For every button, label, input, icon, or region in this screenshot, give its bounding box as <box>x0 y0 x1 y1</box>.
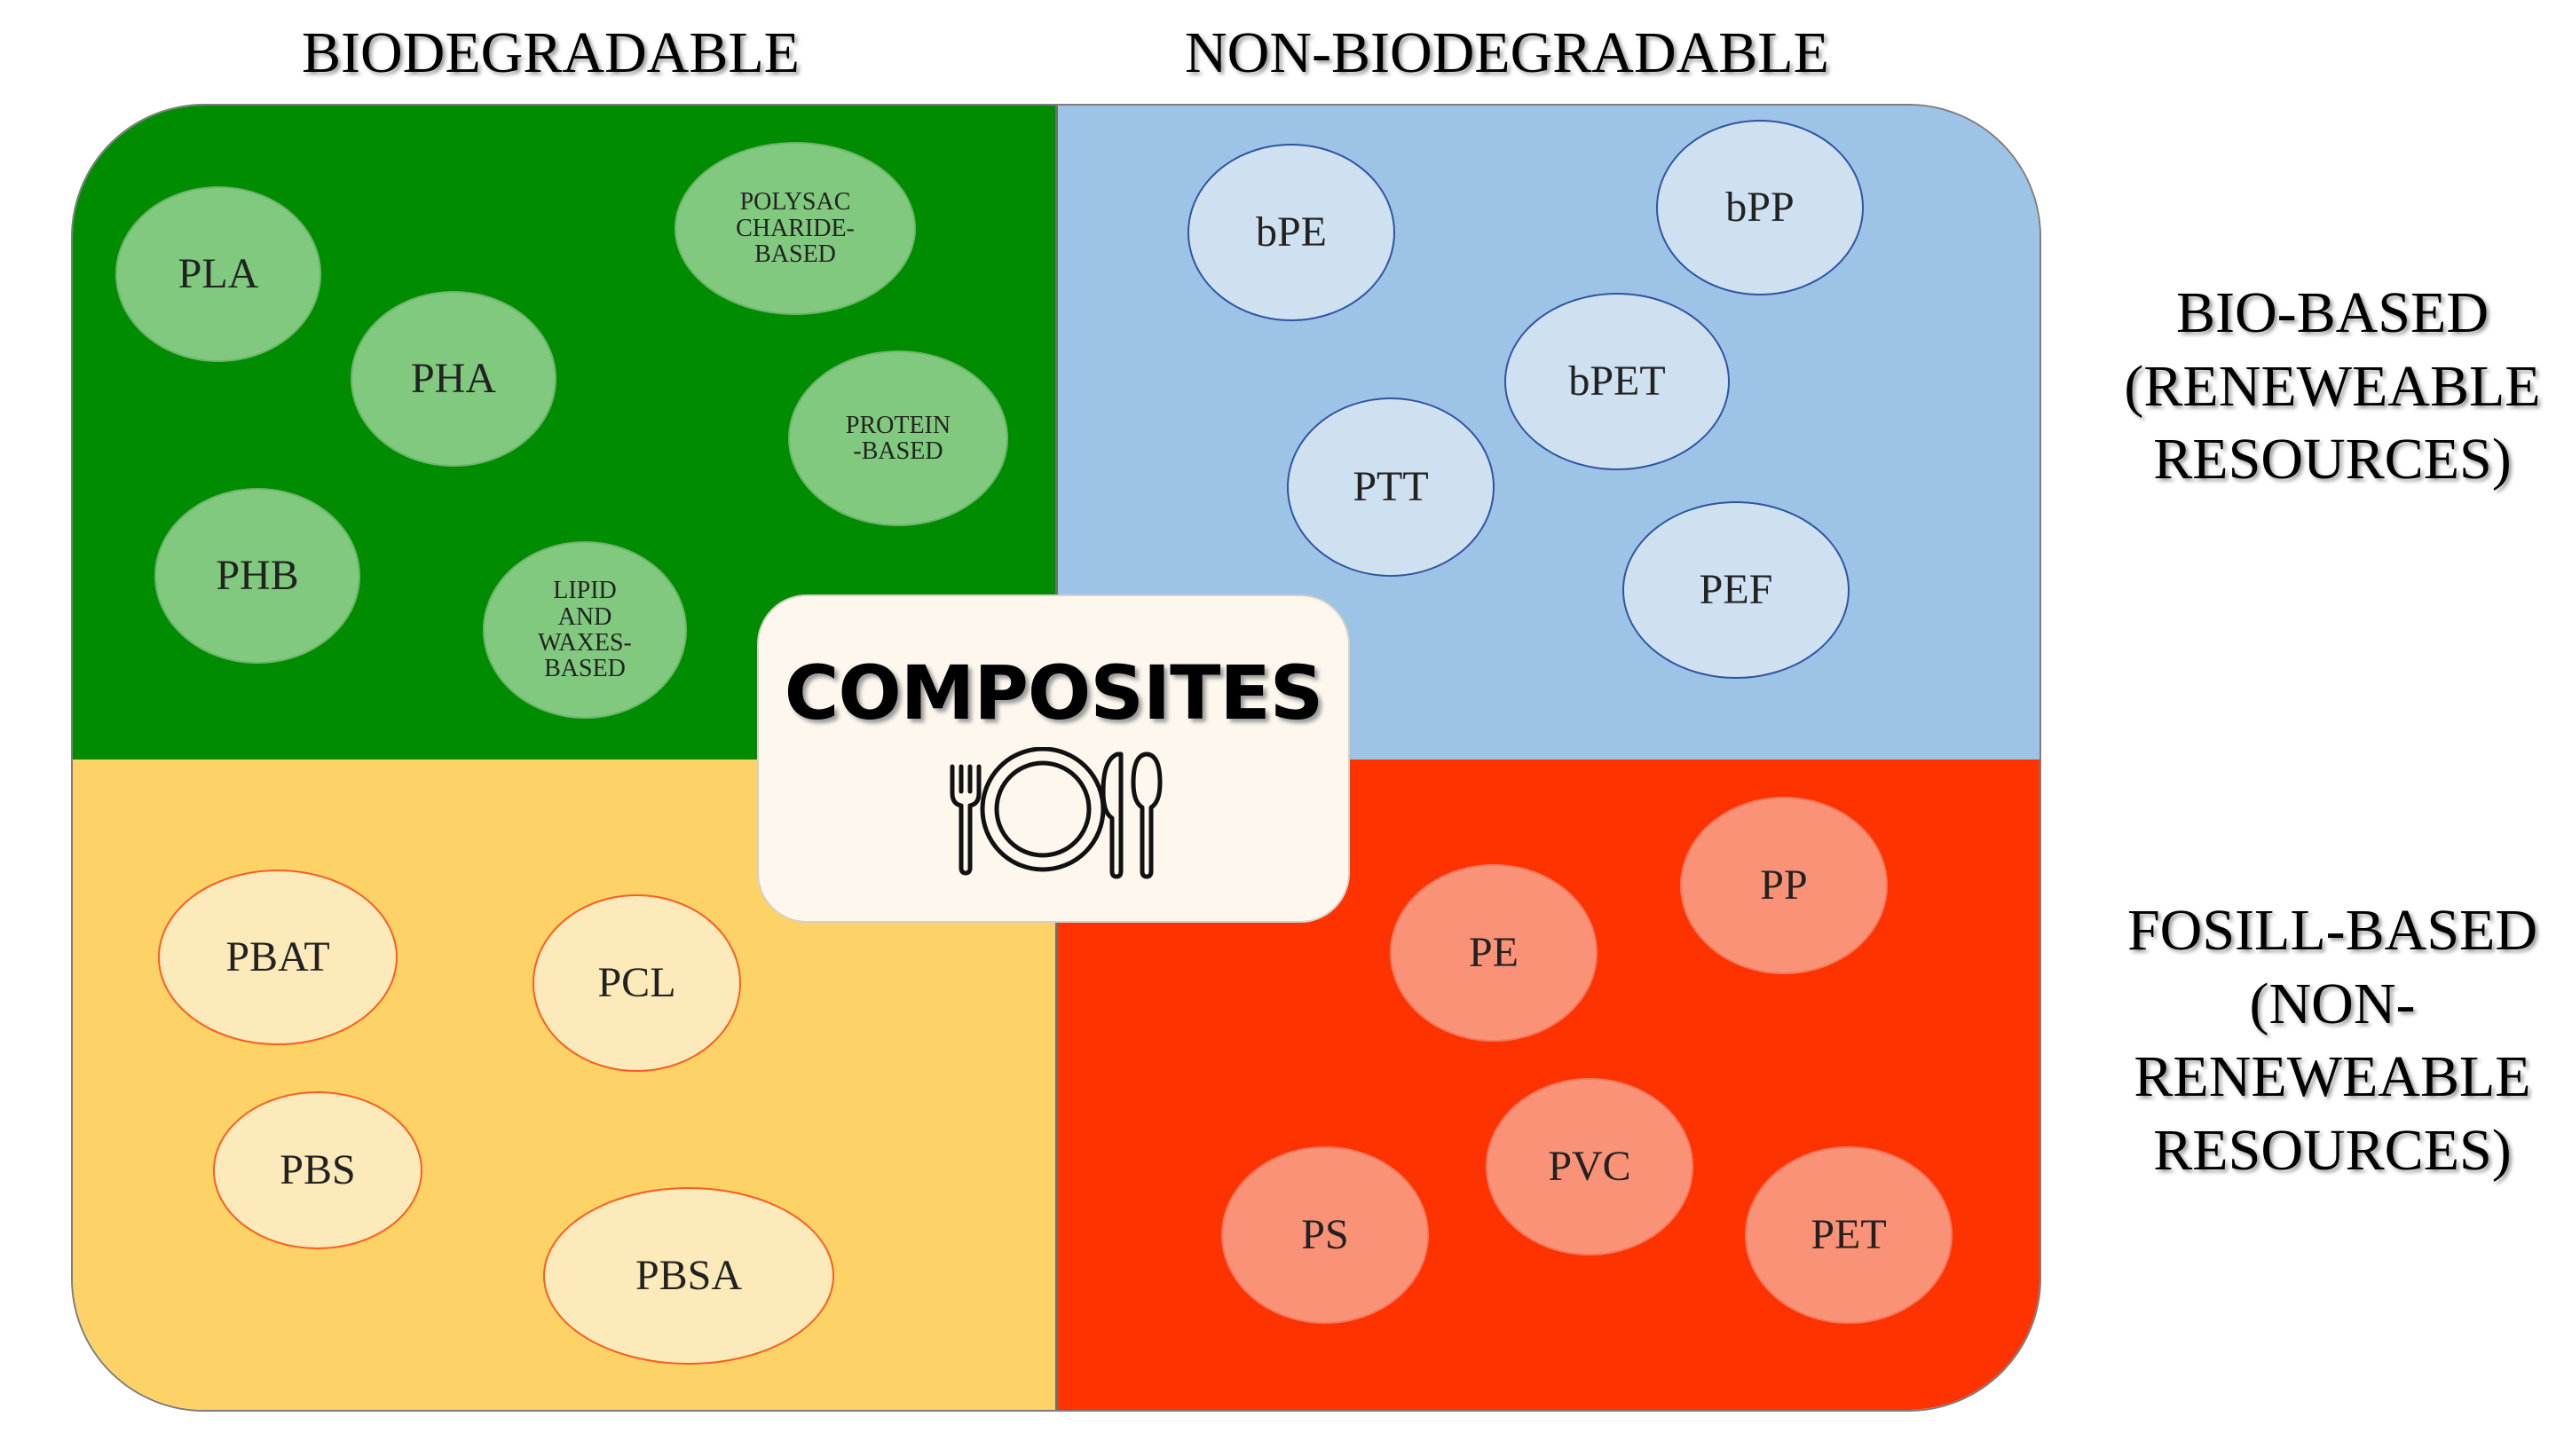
bubble-pvc: PVC <box>1486 1078 1693 1255</box>
bubble-pe: PE <box>1390 864 1598 1042</box>
bubble-ps: PS <box>1221 1146 1429 1324</box>
bubble-bpe: bPE <box>1187 144 1395 321</box>
composites-card: COMPOSITES <box>757 594 1350 923</box>
heading-biodegradable: BIODEGRADABLE <box>302 20 800 85</box>
bubble-ptt: PTT <box>1287 397 1495 577</box>
bubble-protein-based: PROTEIN -BASED <box>788 350 1008 526</box>
bubble-pbsa: PBSA <box>543 1187 834 1365</box>
bubble-bpp: bPP <box>1656 120 1864 295</box>
bubble-pef: PEF <box>1622 501 1850 679</box>
bubble-pp: PP <box>1680 797 1888 974</box>
plate-cutlery-icon <box>950 747 1163 879</box>
heading-fossil-based: FOSILL-BASED (NON- RENEWEABLE RESOURCES) <box>2126 898 2538 1183</box>
bubble-lipid-waxes-based: LIPID AND WAXES- BASED <box>483 541 687 719</box>
bubble-pcl: PCL <box>533 894 741 1072</box>
heading-non-biodegradable: NON-BIODEGRADABLE <box>1185 20 1829 85</box>
composites-title: COMPOSITES <box>784 649 1324 736</box>
heading-bio-based: BIO-BASED (RENEWEABLE RESOURCES) <box>2124 280 2541 492</box>
bubble-pbs: PBS <box>213 1091 422 1249</box>
bubble-pbat: PBAT <box>158 870 398 1045</box>
bubble-bpet: bPET <box>1504 293 1730 470</box>
bubble-polysaccharide-based: POLYSAC CHARIDE- BASED <box>675 142 916 315</box>
bubble-pet: PET <box>1745 1146 1953 1324</box>
bubble-pha: PHA <box>351 291 556 467</box>
bubble-phb: PHB <box>154 488 360 664</box>
bubble-pla: PLA <box>115 186 321 362</box>
